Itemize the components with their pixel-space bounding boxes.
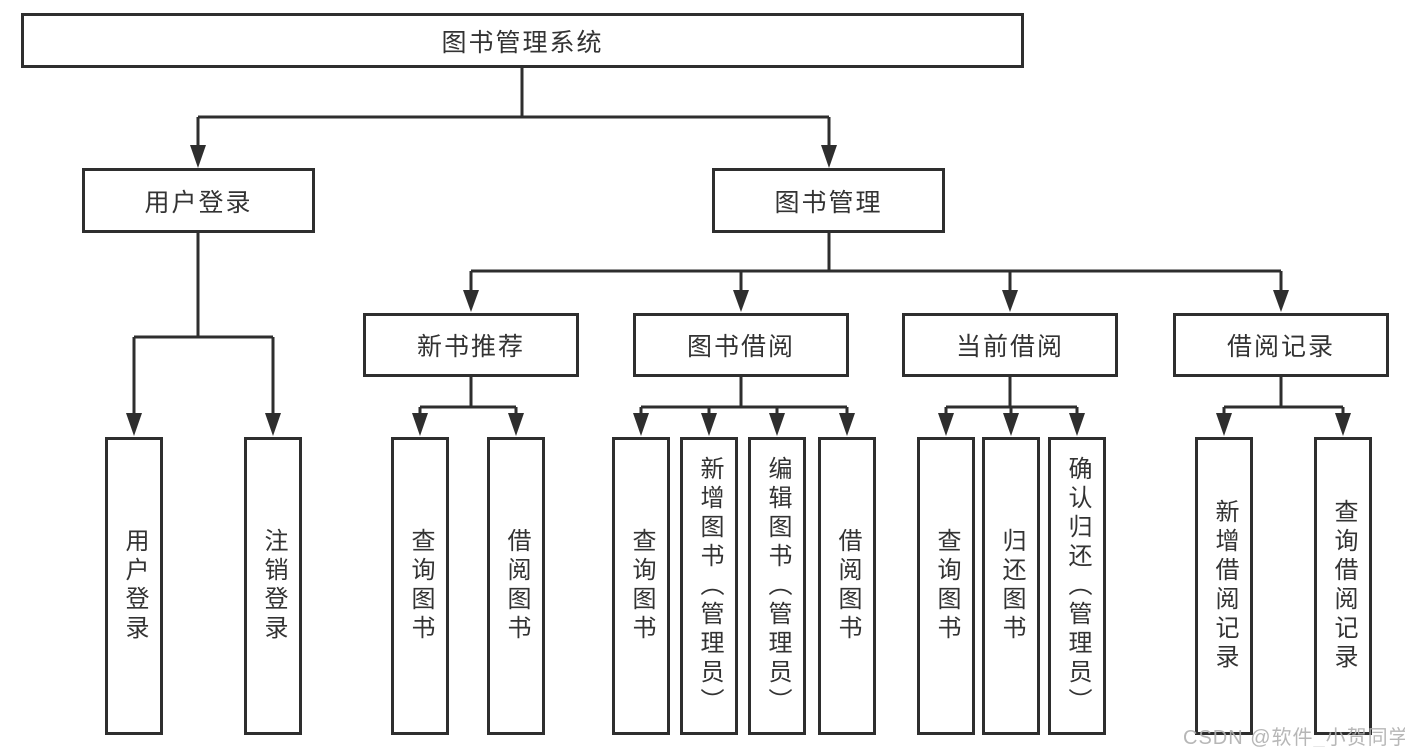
node-label: 新书推荐	[416, 333, 525, 361]
node-label: 图书管理系统	[441, 28, 604, 57]
leaf-label: 用户登录	[121, 528, 148, 644]
leaf-label: 确认归还（管理员）	[1064, 455, 1091, 717]
leaf-query-books: 查询图书	[917, 437, 975, 735]
leaf-label: 新增借阅记录	[1211, 499, 1238, 673]
node-label: 用户登录	[144, 188, 253, 217]
node-library-management-system: 图书管理系统	[21, 13, 1024, 68]
node-label: 当前借阅	[955, 333, 1064, 361]
leaf-label: 编辑图书（管理员）	[764, 455, 791, 717]
leaf-return-books: 归还图书	[982, 437, 1040, 735]
node-label: 借阅记录	[1226, 333, 1335, 361]
leaf-confirm-return-admin: 确认归还（管理员）	[1048, 437, 1106, 735]
leaf-borrow-books: 借阅图书	[487, 437, 545, 735]
leaf-label: 查询借阅记录	[1330, 499, 1357, 673]
leaf-label: 查询图书	[933, 528, 960, 644]
leaf-label: 借阅图书	[503, 528, 530, 644]
leaf-query-books: 查询图书	[612, 437, 670, 735]
csdn-watermark: CSDN @软件_小贺同学	[1183, 727, 1405, 747]
leaf-label: 借阅图书	[834, 528, 861, 644]
node-user-login: 用户登录	[82, 168, 315, 233]
leaf-label: 查询图书	[407, 528, 434, 644]
leaf-label: 注销登录	[260, 528, 287, 644]
arrowheads	[126, 145, 1351, 436]
leaf-label: 新增图书（管理员）	[696, 455, 723, 717]
leaf-add-borrow-record: 新增借阅记录	[1195, 437, 1253, 735]
node-book-borrowing: 图书借阅	[633, 313, 849, 377]
node-label: 图书借阅	[686, 333, 795, 361]
node-borrowing-records: 借阅记录	[1173, 313, 1389, 377]
leaf-label: 查询图书	[628, 528, 655, 644]
leaf-logout: 注销登录	[244, 437, 302, 735]
leaf-borrow-books: 借阅图书	[818, 437, 876, 735]
leaf-label: 归还图书	[998, 528, 1025, 644]
node-book-management: 图书管理	[712, 168, 945, 233]
node-new-book-recommend: 新书推荐	[363, 313, 579, 377]
leaf-query-borrow-record: 查询借阅记录	[1314, 437, 1372, 735]
leaf-add-books-admin: 新增图书（管理员）	[680, 437, 738, 735]
node-label: 图书管理	[774, 188, 883, 217]
leaf-user-login: 用户登录	[105, 437, 163, 735]
node-current-borrowing: 当前借阅	[902, 313, 1118, 377]
leaf-edit-books-admin: 编辑图书（管理员）	[748, 437, 806, 735]
leaf-query-books: 查询图书	[391, 437, 449, 735]
